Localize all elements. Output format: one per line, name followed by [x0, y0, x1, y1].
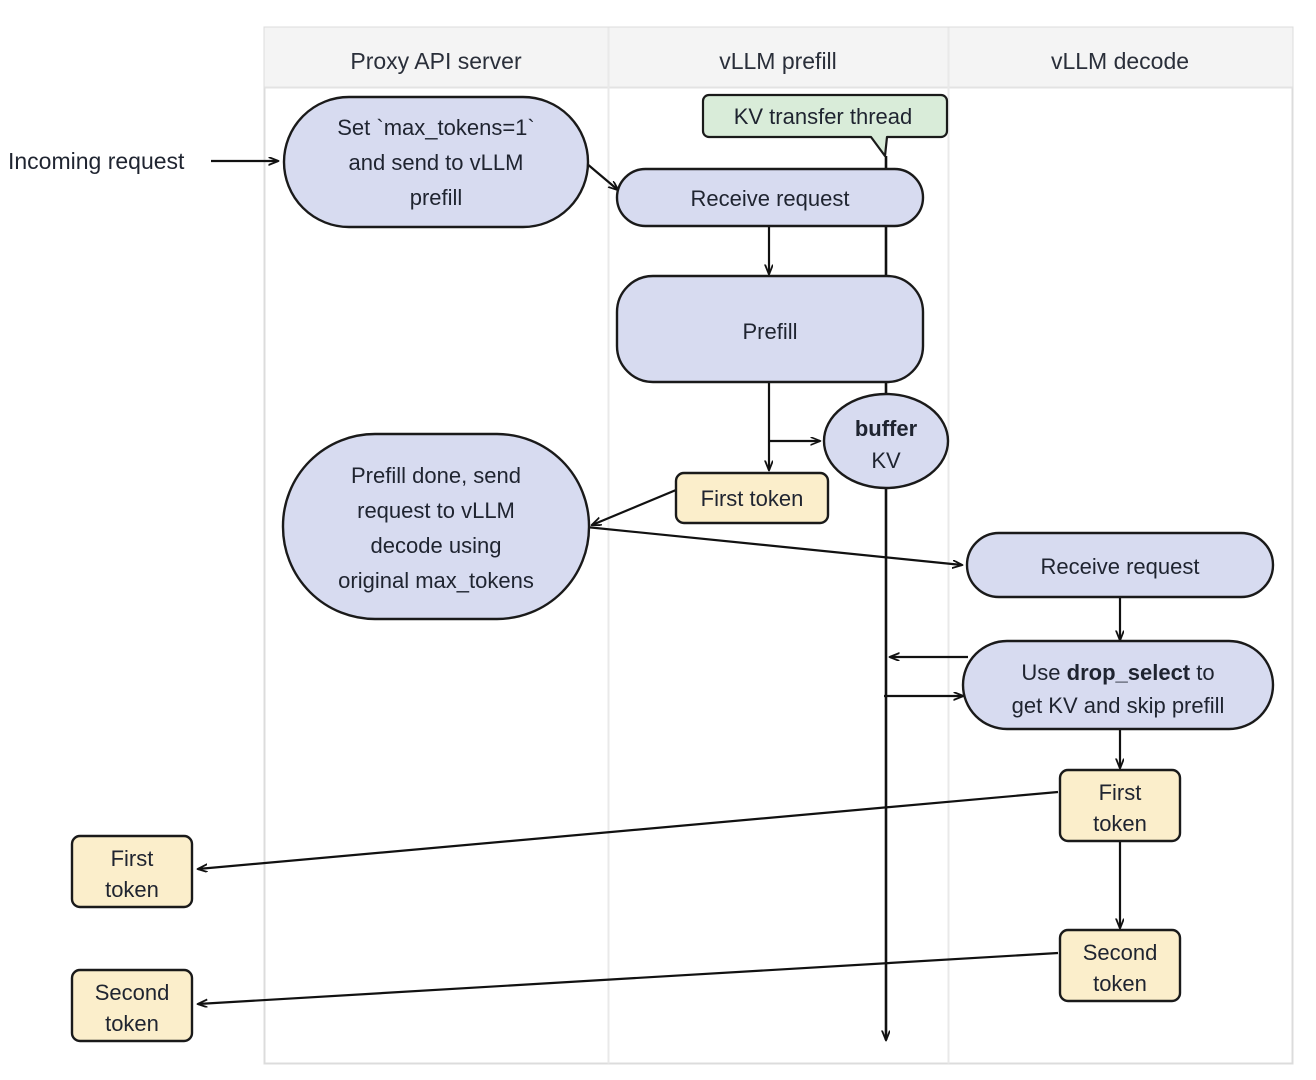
node-drop-select[interactable]: Use drop_select to get KV and skip prefi… — [961, 639, 1275, 731]
lane-title-prefill: vLLM prefill — [719, 48, 837, 74]
set-max-tokens-line-1: Set `max_tokens=1` — [337, 115, 534, 140]
prefill-first-token-label: First token — [701, 486, 804, 511]
node-buffer-kv[interactable]: buffer KV — [822, 392, 950, 490]
prefill-done-line-1: Prefill done, send — [351, 463, 521, 488]
edge-first-token-to-prefill-done — [592, 488, 677, 525]
node-out-second-token[interactable]: Second token — [70, 968, 194, 1043]
drop-select-line-2: get KV and skip prefill — [1012, 693, 1225, 718]
node-prefill-done[interactable]: Prefill done, send request to vLLM decod… — [281, 432, 591, 621]
node-decode-receive-request[interactable]: Receive request — [965, 531, 1275, 599]
out-second-token-line-2: token — [105, 1011, 159, 1036]
out-first-token-line-1: First — [111, 846, 154, 871]
prefill-label: Prefill — [742, 319, 797, 344]
edges — [198, 161, 1120, 1004]
incoming-request-label: Incoming request — [8, 148, 185, 174]
node-prefill[interactable]: Prefill — [615, 274, 925, 384]
drop-select-seg-3: to — [1190, 660, 1214, 685]
decode-first-token-line-2: token — [1093, 811, 1147, 836]
prefill-done-line-3: decode using — [371, 533, 502, 558]
prefill-done-line-2: request to vLLM — [357, 498, 515, 523]
kv-transfer-thread-label: KV transfer thread — [734, 104, 913, 129]
out-second-token-line-1: Second — [95, 980, 170, 1005]
set-max-tokens-line-2: and send to vLLM — [349, 150, 524, 175]
node-prefill-receive-request[interactable]: Receive request — [615, 167, 925, 228]
decode-second-token-line-2: token — [1093, 971, 1147, 996]
edge-decode-first-to-out-first — [198, 790, 1059, 869]
buffer-kv-label-secondary: KV — [871, 448, 901, 473]
buffer-kv-label-primary: buffer — [855, 416, 918, 441]
node-set-max-tokens[interactable]: Set `max_tokens=1` and send to vLLM pref… — [282, 95, 590, 229]
decode-second-token-line-1: Second — [1083, 940, 1158, 965]
node-decode-first-token[interactable]: First token — [1058, 768, 1182, 843]
node-prefill-first-token[interactable]: First token — [674, 471, 830, 525]
decode-first-token-line-1: First — [1099, 780, 1142, 805]
drop-select-line-1: Use drop_select to — [1021, 660, 1214, 685]
node-decode-second-token[interactable]: Second token — [1058, 928, 1182, 1003]
node-out-first-token[interactable]: First token — [70, 834, 194, 909]
drop-select-seg-1: Use — [1021, 660, 1066, 685]
lane-title-proxy: Proxy API server — [350, 48, 522, 74]
prefill-receive-request-label: Receive request — [691, 186, 850, 211]
edge-set-to-prefill-receive — [585, 162, 618, 190]
drop-select-seg-2: drop_select — [1067, 660, 1191, 685]
edge-prefill-done-to-decode-receive — [585, 525, 962, 565]
set-max-tokens-line-3: prefill — [410, 185, 463, 210]
lane-title-decode: vLLM decode — [1051, 48, 1189, 74]
prefill-done-line-4: original max_tokens — [338, 568, 534, 593]
decode-receive-request-label: Receive request — [1041, 554, 1200, 579]
out-first-token-line-2: token — [105, 877, 159, 902]
node-kv-transfer-thread[interactable]: KV transfer thread — [701, 93, 949, 158]
edge-decode-second-to-out-second — [198, 951, 1059, 1004]
